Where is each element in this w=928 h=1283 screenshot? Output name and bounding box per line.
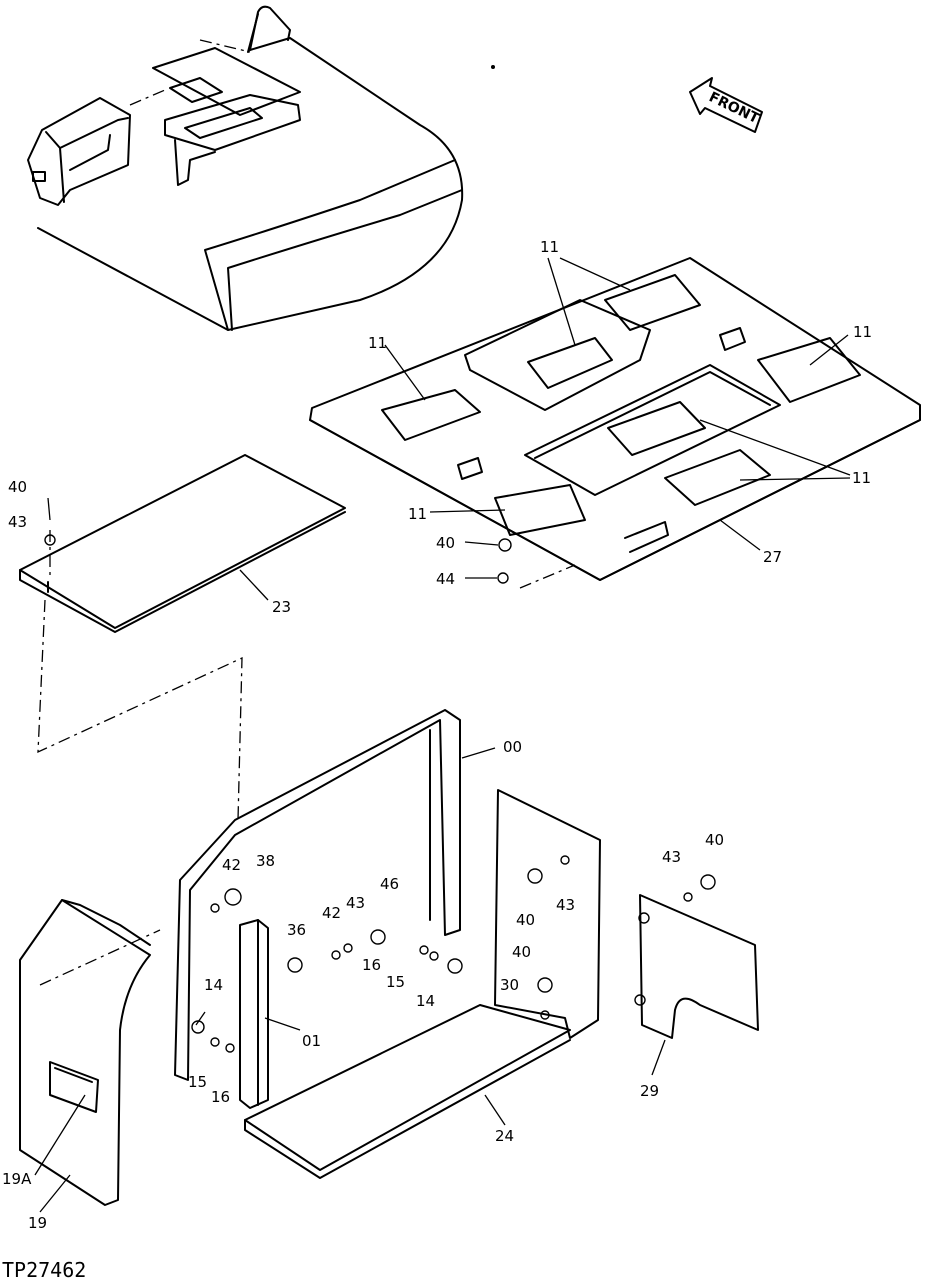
- part-label: 11: [853, 323, 872, 341]
- part-label: 19: [28, 1214, 47, 1232]
- part-label: 30: [500, 976, 519, 994]
- front-arrow-indicator: FRONT: [689, 77, 763, 133]
- part-label: 43: [346, 894, 365, 912]
- part-label: 23: [272, 598, 291, 616]
- part-label: 11: [408, 505, 427, 523]
- part-label: 42: [322, 904, 341, 922]
- part-label: 16: [211, 1088, 230, 1106]
- leader-lines: [34, 257, 851, 1213]
- cover-29: [634, 894, 759, 1039]
- frame-00: [174, 709, 461, 1081]
- part-label: 24: [495, 1127, 514, 1145]
- part-label: 29: [640, 1082, 659, 1100]
- part-label: 46: [380, 875, 399, 893]
- part-label: 43: [556, 896, 575, 914]
- part-label: 40: [516, 911, 535, 929]
- hood-assembly: [27, 5, 495, 331]
- part-label: 15: [188, 1073, 207, 1091]
- part-label: 11: [852, 469, 871, 487]
- part-label: 42: [222, 856, 241, 874]
- figure-id: TP27462: [2, 1258, 86, 1282]
- part-label: 00: [503, 738, 522, 756]
- part-label: 38: [256, 852, 275, 870]
- part-label: 40: [8, 478, 27, 496]
- part-label: 14: [204, 976, 223, 994]
- part-label: 14: [416, 992, 435, 1010]
- part-label: 40: [436, 534, 455, 552]
- part-label: 11: [540, 238, 559, 256]
- side-panel-vertical: [494, 789, 601, 1039]
- bracket-01: [239, 919, 269, 1109]
- part-labels: 11 11 11 11 11 27 40 44 40 43 23 00 42 3…: [2, 238, 872, 1232]
- part-label: 27: [763, 548, 782, 566]
- part-label: 01: [302, 1032, 321, 1050]
- part-label: 40: [512, 943, 531, 961]
- part-label: 43: [8, 513, 27, 531]
- part-label: 11: [368, 334, 387, 352]
- part-label: 44: [436, 570, 455, 588]
- part-label: 40: [705, 831, 724, 849]
- part-label: 19A: [2, 1170, 32, 1188]
- part-label: 43: [662, 848, 681, 866]
- side-cover-19: [19, 899, 161, 1206]
- part-label: 16: [362, 956, 381, 974]
- part-label: 15: [386, 973, 405, 991]
- fasteners: [44, 534, 716, 1053]
- plate-24: [244, 1004, 571, 1179]
- part-label: 36: [287, 921, 306, 939]
- plate-23: [19, 454, 346, 821]
- top-plate-27: [309, 257, 921, 589]
